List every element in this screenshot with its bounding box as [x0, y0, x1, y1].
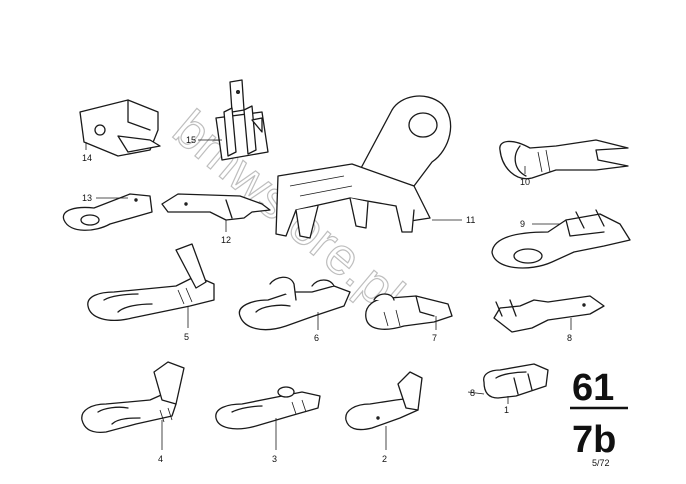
part-10-fork-terminal	[499, 139, 629, 180]
part-6-crimp-receptacle	[238, 276, 351, 331]
callout-9: 9	[520, 219, 525, 229]
dimension-line	[467, 391, 485, 395]
part-1-small-receptacle	[483, 363, 549, 399]
callout-8: 8	[567, 333, 572, 343]
part-3-barrel-receptacle	[215, 386, 321, 430]
part-15-connector-block	[215, 79, 269, 161]
callout-13: 13	[82, 193, 92, 203]
part-13-ring-terminal	[62, 193, 153, 231]
part-2-flag-receptacle	[345, 371, 423, 431]
part-5-flat-receptacle	[87, 243, 215, 321]
part-9-ring-crimp-terminal	[491, 209, 631, 269]
part-4-angled-receptacle	[81, 361, 185, 434]
group-code-bottom: 7b	[572, 419, 616, 461]
callout-5: 5	[184, 332, 189, 342]
callout-4: 4	[158, 454, 163, 464]
group-code: 61 7b	[570, 367, 628, 461]
part-7-round-crimp-terminal	[365, 293, 453, 330]
callout-14: 14	[82, 153, 92, 163]
callout-12: 12	[221, 235, 231, 245]
callout-1: 1	[504, 405, 509, 415]
part-12-tab-terminal	[161, 193, 271, 221]
callout-7: 7	[432, 333, 437, 343]
part-8-blade-terminal	[493, 295, 605, 333]
group-code-top: 61	[572, 367, 614, 409]
corner-code: 5/72	[592, 458, 610, 468]
callout-3: 3	[272, 454, 277, 464]
callout-2: 2	[382, 454, 387, 464]
callout-11: 11	[466, 215, 475, 225]
part-14-bracket	[79, 99, 161, 157]
dimension-label: 8	[470, 388, 475, 398]
callout-6: 6	[314, 333, 319, 343]
callout-10: 10	[520, 177, 530, 187]
callout-15: 15	[186, 135, 196, 145]
part-11-terminal-cover	[275, 95, 452, 239]
